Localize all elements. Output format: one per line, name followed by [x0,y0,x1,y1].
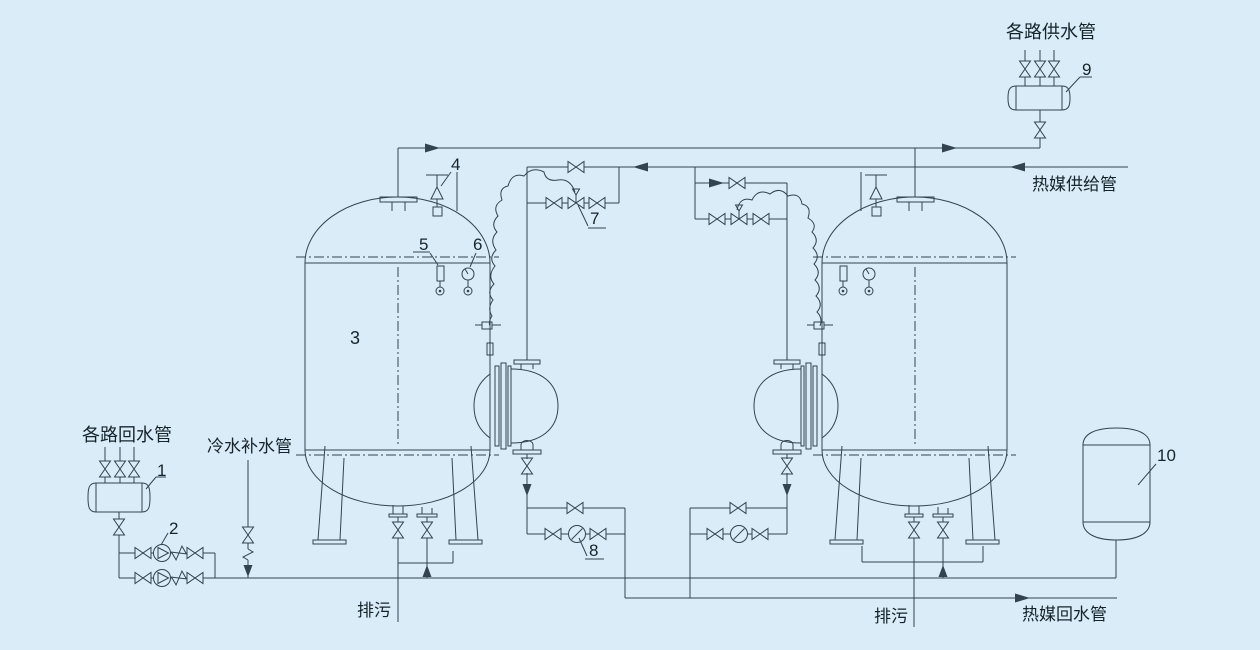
heat-exchanger-1 [473,359,559,455]
temperature-control-station-1: 7 [475,161,620,360]
gate-valve-icon [588,197,606,209]
hot-water-header-pipe [397,110,1046,197]
bypass-valve-icon [729,502,747,514]
safety-relief-valve-1: 4 [426,155,460,217]
gate-valve-icon [706,528,724,540]
check-valve-icon [171,545,187,561]
safety-relief-valve-2 [860,172,887,217]
expansion-tank-number: 10 [1157,446,1176,465]
pump-discharge-valve-icon [186,547,204,559]
water-heater-tank-1: 3 [296,196,499,545]
inlet-valve-icon [937,521,949,539]
heat-medium-supply-pipe: 热媒供给管 [527,162,1128,194]
inlet-valve-icon [421,521,433,539]
inlet-valve-icon [99,460,111,478]
bypass-valve-icon [566,502,584,514]
gate-valve-icon [545,197,563,209]
tank-1-bottom-nozzles: 排污 [357,505,454,622]
heat-return-label: 热媒回水管 [1022,605,1107,624]
flow-arrow-down-icon [522,484,532,496]
capillary-tube [488,169,576,327]
pump-number: 2 [169,519,178,538]
supply-header-number: 9 [1082,60,1091,79]
pump-suction-valve-icon [134,572,152,584]
supply-header-label: 各路供水管 [1006,22,1096,42]
thermometer-1: 5 [413,235,445,296]
flow-arrow-right-icon [942,143,957,153]
cold-water-label: 冷水补水管 [207,437,292,456]
outlet-valve-icon [1048,60,1060,78]
flow-arrow-up-icon [422,565,432,577]
pump-icon [153,544,171,562]
temperature-control-valve-icon [567,188,585,209]
trap-number: 8 [589,541,598,560]
heat-exchanger-2 [753,359,839,455]
pump-suction-valve-icon [134,547,152,559]
expansion-tank: 10 [1082,427,1176,578]
flow-arrow-down-icon [782,484,792,496]
side-coupling [486,342,494,356]
return-water-header-vessel: 各路回水管 1 [82,425,172,513]
return-header-label: 各路回水管 [82,425,172,445]
top-flange [896,196,935,203]
blowdown-valve-icon [908,521,920,539]
circulation-pump-group: 2 [113,512,216,587]
supply-water-header-vessel: 各路供水管 9 [1006,22,1096,111]
temperature-control-valve-icon [730,204,748,225]
side-coupling [818,342,826,356]
top-flange [379,196,418,203]
flow-arrow-right-icon [425,143,440,153]
outlet-valve-icon [1034,60,1046,78]
flow-arrow-down-icon [243,565,253,577]
heat-supply-label: 热媒供给管 [1032,175,1117,194]
gate-valve-icon [752,213,770,225]
blowdown-label-2: 排污 [874,607,908,626]
header-outlet-valve-icon [113,518,125,536]
inlet-valve-icon [114,460,126,478]
thermometer-2 [838,265,848,296]
bypass-valve-icon [567,161,585,173]
gate-valve-icon [544,528,562,540]
blowdown-valve-icon [392,521,404,539]
capillary-tube [736,190,822,327]
gate-valve-icon [708,213,726,225]
pump-icon [153,569,171,587]
flow-arrow-left-icon [633,162,648,172]
trap-station-1: 8 [521,454,626,598]
gate-valve-icon [589,528,607,540]
pressure-gauge-2 [862,267,876,296]
outlet-valve-icon [781,457,793,475]
relief-valve-number: 4 [451,155,460,174]
flow-arrow-left-icon [1010,162,1025,172]
flow-arrow-up-icon [938,565,948,577]
inlet-valve-icon [128,460,140,478]
trap-station-2 [689,454,793,598]
pump-discharge-valve-icon [186,572,204,584]
flow-arrow-right-icon [709,178,724,188]
outlet-valve-icon [521,457,533,475]
blowdown-label-1: 排污 [357,601,391,620]
outlet-valve-icon [1019,60,1031,78]
water-heater-tank-2 [813,196,1016,545]
cold-water-makeup-line: 冷水补水管 [207,437,292,578]
gauge-number: 6 [473,235,482,254]
gate-valve-icon [751,528,769,540]
tank-number: 3 [350,328,360,348]
makeup-valve-icon [242,526,254,544]
return-header-number: 1 [157,461,166,480]
steam-trap-icon [730,525,748,543]
heat-medium-return-pipe: 热媒回水管 [625,593,1117,624]
valve-icon [1034,121,1046,139]
steam-trap-icon [568,525,586,543]
ctrl-valve-number: 7 [590,209,599,228]
temperature-control-station-2 [694,167,833,360]
bypass-valve-icon [728,177,746,189]
tank-2-bottom-nozzles: 排污 [861,505,984,627]
thermometer-number: 5 [419,235,428,254]
flow-arrow-right-icon [1015,593,1030,603]
pressure-gauge-1: 6 [461,235,482,296]
check-valve-icon [171,570,187,586]
